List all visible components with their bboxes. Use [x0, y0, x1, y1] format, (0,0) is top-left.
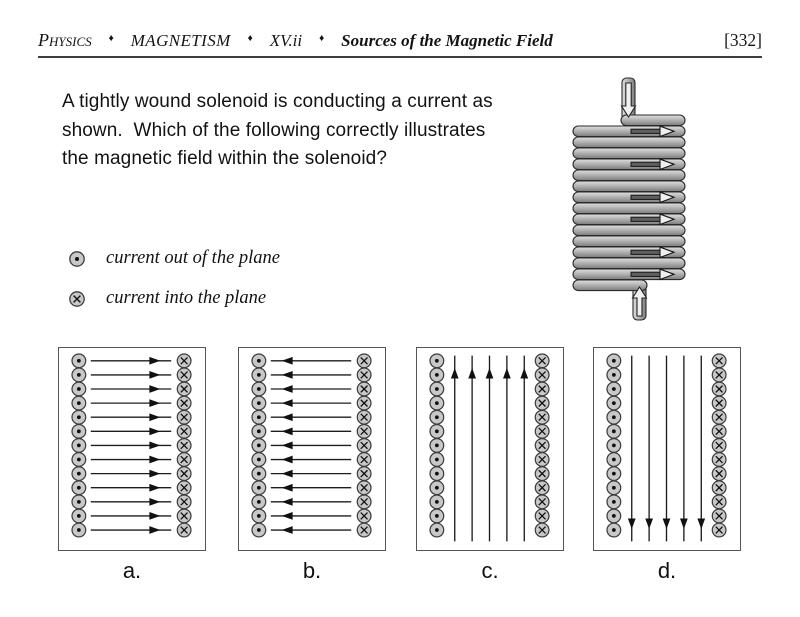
header-rule: [38, 56, 762, 58]
legend-current-out: current out of the plane: [68, 248, 280, 269]
option-label: b.: [302, 558, 322, 583]
option-diagram-svg: [606, 353, 727, 542]
header-topic: Sources of the Magnetic Field: [341, 31, 553, 50]
diamond-separator-icon: ♦: [247, 33, 253, 44]
field-lines: [450, 355, 529, 542]
option-diagram: [416, 347, 564, 551]
current-into-plane-icon: [69, 290, 85, 307]
top-lead-down-arrow: [620, 82, 637, 119]
option-diagram-svg: [71, 353, 192, 538]
out-of-plane-symbols: [71, 353, 87, 538]
current-arrow-head: [659, 125, 676, 138]
into-plane-symbols: [176, 353, 192, 538]
current-arrow-head: [659, 268, 676, 281]
bottom-lead-up-arrow: [631, 285, 648, 317]
question-line: the magnetic field within the solenoid?: [62, 148, 387, 169]
legend-current-in-label: current into the plane: [106, 288, 267, 308]
current-out-of-plane-icon: [69, 250, 85, 267]
option-label: c.: [481, 558, 499, 583]
option-figure-b[interactable]: b.: [238, 347, 386, 584]
legend-current-in: current into the plane: [68, 288, 266, 309]
diamond-separator-icon: ♦: [319, 33, 325, 44]
current-arrow-head: [659, 246, 676, 259]
solenoid-turn: [572, 279, 648, 292]
page-header: Physics ♦ MAGNETISM ♦ XV.ii ♦ Sources of…: [38, 30, 762, 51]
solenoid-illustration: [565, 70, 695, 328]
option-label: d.: [657, 558, 677, 583]
header-course: Physics: [38, 30, 92, 50]
option-figure-d[interactable]: d.: [593, 347, 741, 584]
solenoid-turns: [572, 114, 686, 292]
question-line: A tightly wound solenoid is conducting a…: [62, 91, 493, 112]
into-plane-symbols: [534, 353, 550, 538]
page-number: [332]: [724, 30, 762, 50]
current-arrow-head: [659, 191, 676, 204]
option-diagram: [593, 347, 741, 551]
out-of-plane-symbols: [606, 353, 622, 538]
into-plane-symbols: [711, 353, 727, 538]
option-figure-a[interactable]: a.: [58, 347, 206, 584]
option-diagram: [58, 347, 206, 551]
header-section: XV.ii: [269, 31, 303, 50]
current-arrow-head: [659, 158, 676, 171]
field-lines: [90, 356, 172, 534]
into-plane-symbols: [356, 353, 372, 538]
turn-current-arrows: [630, 125, 676, 281]
option-figure-c[interactable]: c.: [416, 347, 564, 584]
diamond-separator-icon: ♦: [108, 33, 114, 44]
option-label: a.: [122, 558, 142, 583]
legend-current-out-label: current out of the plane: [106, 248, 281, 268]
field-lines: [627, 355, 706, 542]
current-arrow-head: [659, 213, 676, 226]
option-diagram: [238, 347, 386, 551]
question-line: shown. Which of the following correctly …: [62, 119, 486, 141]
out-of-plane-symbols: [251, 353, 267, 538]
header-unit: MAGNETISM: [130, 31, 231, 50]
out-of-plane-symbols: [429, 353, 445, 538]
solenoid-svg: [572, 77, 686, 321]
field-lines: [270, 356, 352, 534]
option-diagram-svg: [429, 353, 550, 542]
option-diagram-svg: [251, 353, 372, 538]
question-text: A tightly wound solenoid is conducting a…: [62, 88, 493, 174]
